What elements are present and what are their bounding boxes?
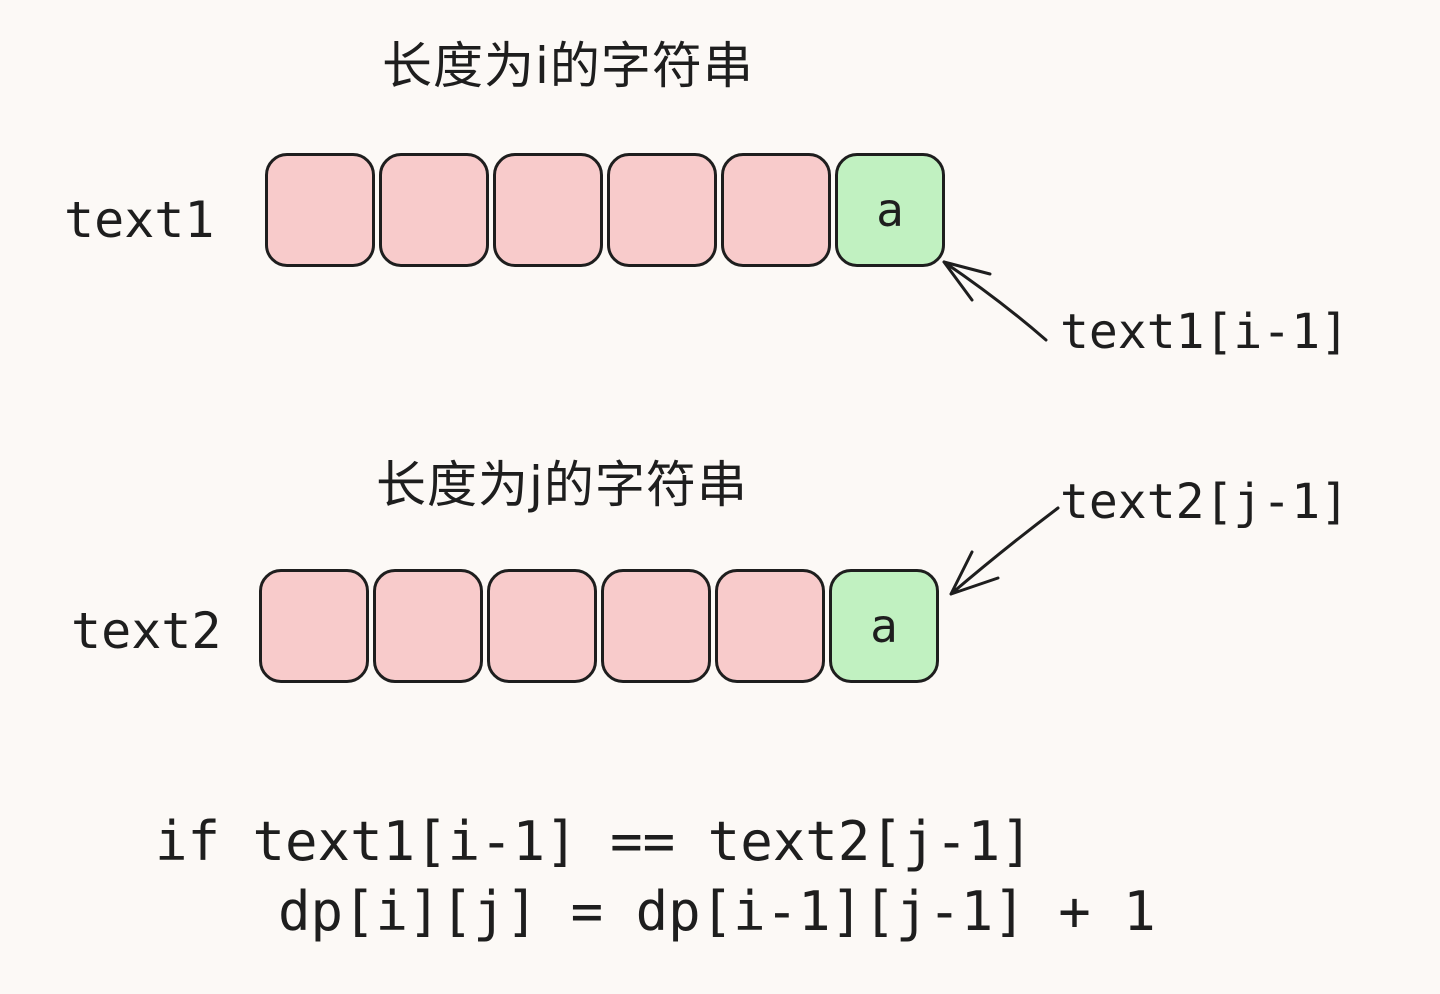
string-cells-text1: a: [265, 153, 945, 267]
row-label-text1: text1: [64, 191, 215, 249]
char-cell: [721, 153, 831, 267]
code-condition-line: if text1[i-1] == text2[j-1]: [155, 810, 1033, 873]
arrow-text2-pointer: [949, 506, 1060, 596]
char-cell: [607, 153, 717, 267]
char-cell: [493, 153, 603, 267]
char-cell: [265, 153, 375, 267]
char-cell: [715, 569, 825, 683]
title-string-j: 长度为j的字符串: [376, 456, 748, 514]
char-cell: [487, 569, 597, 683]
char-cell: [601, 569, 711, 683]
pointer-label-text1-last: text1[i-1]: [1060, 304, 1349, 360]
char-cell: [373, 569, 483, 683]
last-char-cell-highlighted: a: [835, 153, 945, 267]
code-assignment-line: dp[i][j] = dp[i-1][j-1] + 1: [278, 880, 1156, 943]
row-label-text2: text2: [71, 602, 222, 660]
char-cell: [259, 569, 369, 683]
title-string-i: 长度为i的字符串: [382, 37, 754, 95]
arrow-text1-pointer: [942, 260, 1048, 342]
char-cell: [379, 153, 489, 267]
last-char-cell-highlighted: a: [829, 569, 939, 683]
string-cells-text2: a: [259, 569, 939, 683]
pointer-label-text2-last: text2[j-1]: [1060, 474, 1349, 530]
